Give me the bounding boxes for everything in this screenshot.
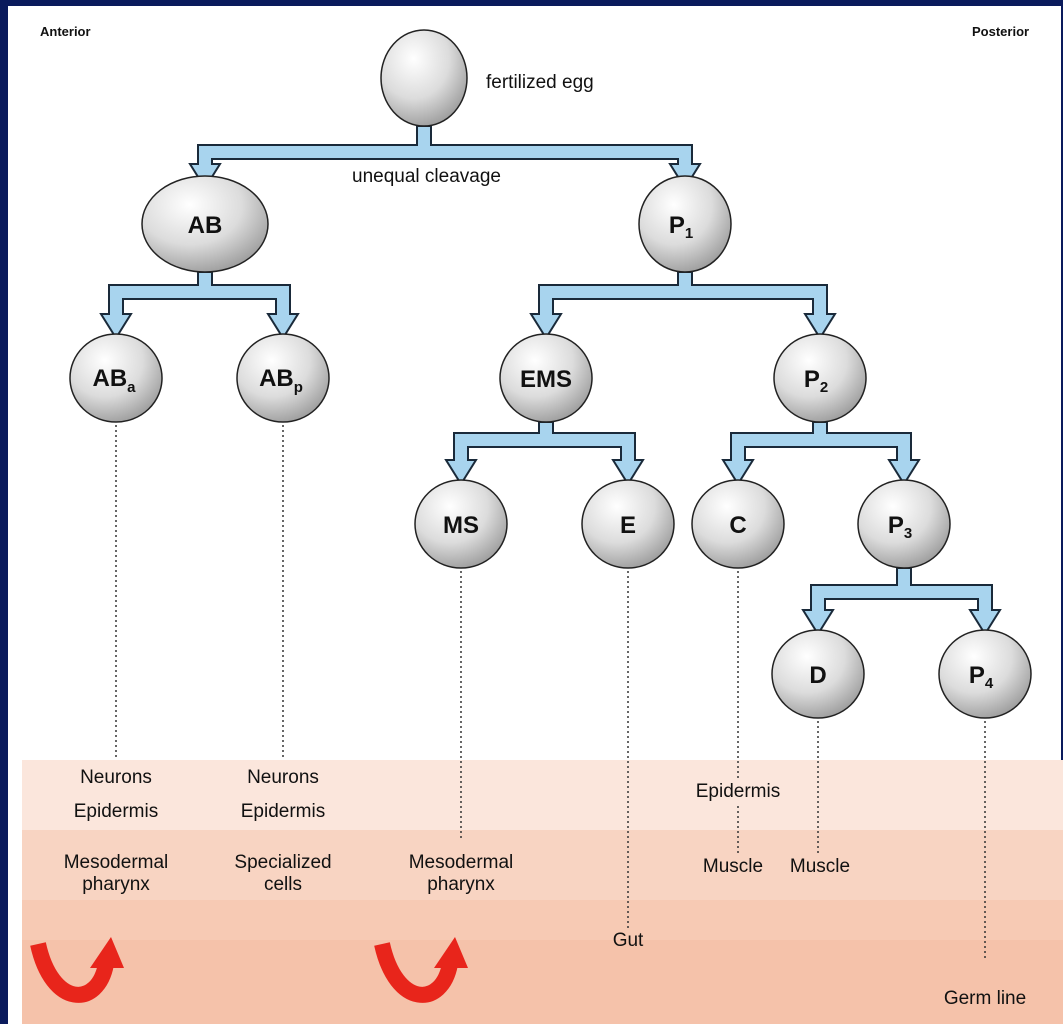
branch-p3-arrow	[801, 567, 1002, 636]
cell-ms-label: MS	[443, 512, 479, 539]
posterior-label: Posterior	[972, 24, 1029, 39]
fate-lines	[115, 420, 986, 960]
branch-ab-arrow	[99, 271, 300, 340]
cell-ab-label: AB	[188, 212, 223, 239]
branch-ems-arrow	[444, 421, 645, 486]
fate-aba-pharynx: pharynx	[82, 874, 150, 895]
svg-text:E: E	[620, 512, 636, 539]
cell-p4-label: P	[969, 662, 985, 689]
cell-p2: P2	[773, 333, 867, 423]
svg-text:D: D	[809, 662, 826, 689]
fate-abp-epidermis: Epidermis	[241, 801, 325, 822]
cell-ab: AB	[141, 175, 269, 273]
fate-e-gut: Gut	[613, 930, 644, 951]
svg-text:C: C	[729, 512, 746, 539]
cell-d: D	[771, 629, 865, 719]
cell-p4-sub: 4	[985, 675, 994, 692]
cell-egg	[380, 29, 468, 127]
anterior-label: Anterior	[40, 24, 91, 39]
induction-arrow-middle	[374, 937, 468, 1003]
svg-text:P3: P3	[888, 512, 912, 542]
svg-text:EMS: EMS	[520, 366, 572, 393]
induction-arrow-left	[30, 937, 124, 1003]
fate-c-muscle: Muscle	[703, 856, 763, 877]
cell-abp-label: AB	[259, 365, 294, 392]
svg-text:P2: P2	[804, 366, 828, 396]
svg-text:P1: P1	[669, 212, 693, 242]
fate-bands	[22, 760, 1063, 1024]
cell-p1-sub: 1	[685, 225, 693, 242]
fate-abp-cells: cells	[264, 874, 302, 895]
fate-ms-mesodermal: Mesodermal	[409, 852, 514, 873]
branch-arrows	[99, 125, 1002, 636]
fate-aba-epidermis: Epidermis	[74, 801, 158, 822]
cell-ms: MS	[414, 479, 508, 569]
svg-text:P4: P4	[969, 662, 994, 692]
cell-p3-sub: 3	[904, 525, 912, 542]
cell-p3: P3	[857, 479, 951, 569]
cell-aba: ABa	[69, 333, 163, 423]
fate-p4-germ-line: Germ line	[944, 988, 1026, 1009]
fate-d-muscle: Muscle	[790, 856, 850, 877]
cell-d-label: D	[809, 662, 826, 689]
cell-c-label: C	[729, 512, 746, 539]
fate-labels: Neurons Epidermis Mesodermal pharynx Neu…	[64, 767, 1026, 1009]
fate-aba-mesodermal: Mesodermal	[64, 852, 169, 873]
fate-aba-neurons: Neurons	[80, 767, 152, 788]
fate-ms-pharynx: pharynx	[427, 874, 495, 895]
cell-p1: P1	[638, 175, 732, 273]
cell-p1-label: P	[669, 212, 685, 239]
cell-p2-sub: 2	[820, 379, 828, 396]
cell-p3-label: P	[888, 512, 904, 539]
cell-aba-label: AB	[92, 365, 127, 392]
svg-text:MS: MS	[443, 512, 479, 539]
cell-e: E	[581, 479, 675, 569]
branch-p1-arrow	[529, 271, 837, 340]
cell-abp-sub: p	[294, 379, 303, 396]
cell-e-label: E	[620, 512, 636, 539]
fate-abp-specialized: Specialized	[234, 852, 331, 873]
cell-c: C	[691, 479, 785, 569]
fate-c-epidermis: Epidermis	[696, 781, 780, 802]
cell-ems: EMS	[499, 333, 593, 423]
fate-abp-neurons: Neurons	[247, 767, 319, 788]
svg-text:ABa: ABa	[92, 365, 136, 396]
svg-text:AB: AB	[188, 212, 223, 239]
cell-ems-label: EMS	[520, 366, 572, 393]
fertilized-egg-label: fertilized egg	[486, 72, 594, 93]
unequal-cleavage-label: unequal cleavage	[352, 166, 501, 187]
svg-text:ABp: ABp	[259, 365, 303, 396]
cell-p4: P4	[938, 629, 1032, 719]
cell-p2-label: P	[804, 366, 820, 393]
branch-p2-arrow	[721, 421, 921, 486]
cell-aba-sub: a	[127, 379, 136, 396]
cell-abp: ABp	[236, 333, 330, 423]
branch-egg-arrow	[188, 125, 702, 190]
